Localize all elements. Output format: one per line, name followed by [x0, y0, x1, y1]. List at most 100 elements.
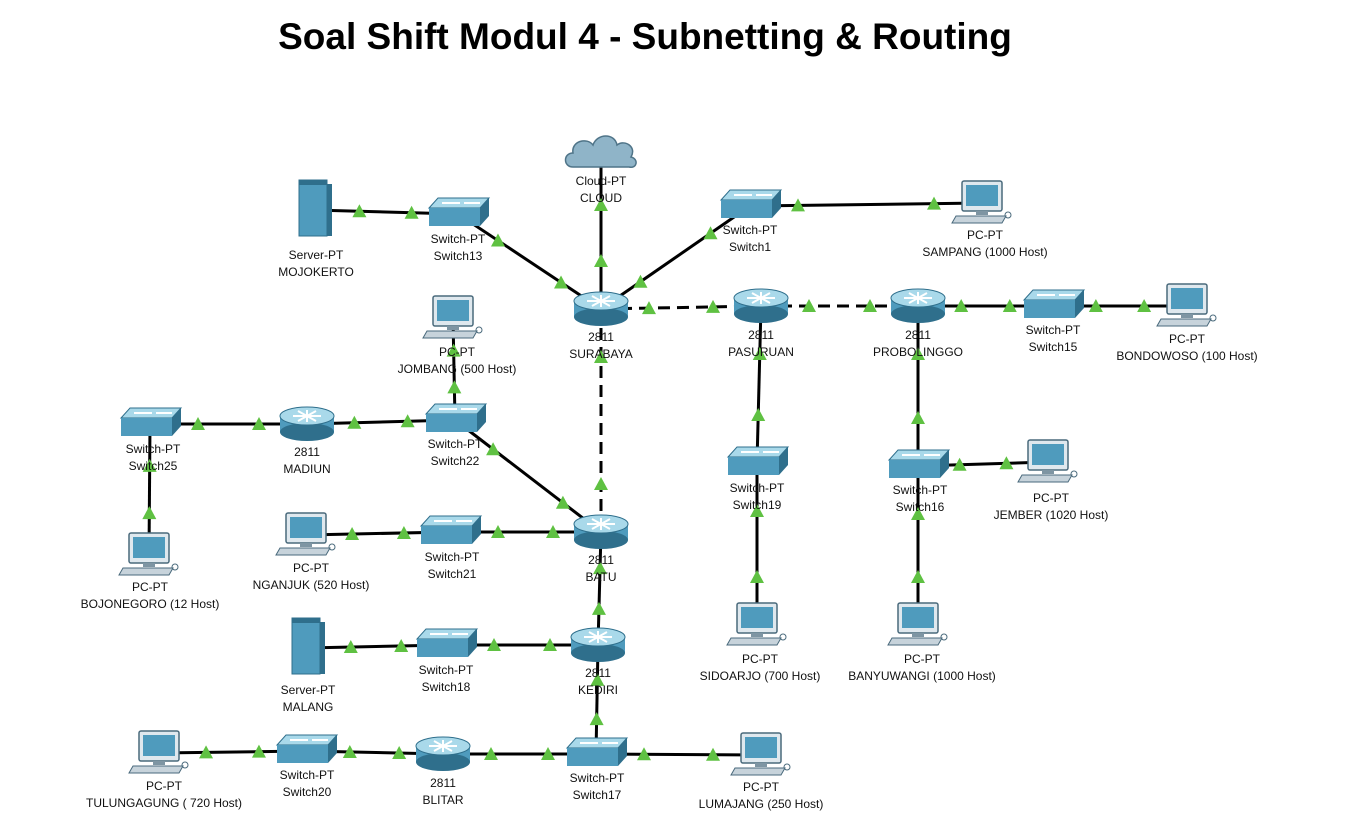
link-batu-kediri[interactable]	[596, 531, 603, 646]
pc-bondowoso[interactable]	[1156, 283, 1217, 327]
switch-switch21[interactable]	[419, 515, 483, 544]
device-model-label: Switch-PT	[431, 232, 486, 246]
switch-switch22[interactable]	[424, 403, 488, 432]
device-model-label: Switch-PT	[893, 483, 948, 497]
pc-icon	[275, 512, 336, 556]
router-blitar[interactable]	[415, 736, 471, 771]
port-indicator-switch20	[342, 744, 357, 758]
switch-switch15[interactable]	[1022, 289, 1086, 318]
router-kediri[interactable]	[570, 627, 626, 662]
device-model-label: PC-PT	[439, 345, 476, 359]
device-name-label: MADIUN	[283, 462, 330, 476]
device-model-label: 2811	[588, 553, 614, 567]
switch-switch19[interactable]	[726, 446, 790, 475]
port-indicator-madiun	[347, 415, 362, 429]
link-switch1-sampang[interactable]	[749, 201, 983, 208]
switch-switch1[interactable]	[719, 189, 783, 218]
switch-switch18[interactable]	[415, 628, 479, 657]
port-indicator-switch16	[911, 411, 925, 424]
switch-icon	[427, 197, 491, 226]
pc-tulungagung[interactable]	[128, 730, 189, 774]
router-madiun[interactable]	[279, 406, 335, 441]
device-name-label: TULUNGAGUNG ( 720 Host)	[86, 796, 242, 810]
port-indicator-switch16	[911, 507, 925, 520]
device-name-label: BONDOWOSO (100 Host)	[1116, 349, 1257, 363]
router-pasuruan[interactable]	[733, 288, 789, 323]
switch-icon	[424, 403, 488, 432]
pc-icon	[726, 602, 787, 646]
port-indicator-switch18	[394, 638, 409, 652]
pc-icon	[887, 602, 948, 646]
port-indicator-probolinggo	[954, 299, 969, 312]
device-model-label: 2811	[905, 328, 931, 342]
port-indicator-malang	[343, 640, 358, 654]
link-pasuruan-switch19[interactable]	[755, 305, 763, 464]
port-indicator-madiun	[252, 417, 266, 430]
port-indicator-switch13	[490, 233, 505, 247]
port-indicator-switch13	[404, 205, 419, 219]
port-indicator-switch17	[589, 712, 604, 726]
port-indicator-switch16	[952, 457, 967, 471]
router-icon	[279, 406, 335, 441]
router-icon	[573, 291, 629, 326]
device-name-label: KEDIRI	[578, 683, 618, 697]
switch-switch17[interactable]	[565, 737, 629, 766]
device-name-label: Switch25	[129, 459, 178, 473]
pc-sidoarjo[interactable]	[726, 602, 787, 646]
device-model-label: PC-PT	[742, 652, 779, 666]
port-indicator-cloud	[594, 198, 608, 211]
router-surabaya[interactable]	[573, 291, 629, 326]
pc-nganjuk[interactable]	[275, 512, 336, 556]
port-indicator-probolinggo	[911, 347, 925, 360]
switch-icon	[1022, 289, 1086, 318]
port-indicator-switch22	[486, 442, 501, 456]
port-indicator-switch18	[487, 638, 501, 651]
port-indicator-sampang	[927, 196, 942, 210]
device-model-label: Switch-PT	[570, 771, 625, 785]
port-indicator-pasuruan	[706, 299, 721, 313]
pc-lumajang[interactable]	[730, 732, 791, 776]
port-indicator-banyuwangi	[911, 570, 925, 583]
switch-icon	[119, 407, 183, 436]
switch-switch16[interactable]	[887, 449, 951, 478]
switch-switch25[interactable]	[119, 407, 183, 436]
pc-banyuwangi[interactable]	[887, 602, 948, 646]
pc-sampang[interactable]	[951, 180, 1012, 224]
switch-icon	[419, 515, 483, 544]
link-switch22-batu[interactable]	[454, 418, 602, 534]
device-name-label: Switch21	[428, 567, 477, 581]
pc-jombang[interactable]	[422, 295, 483, 339]
device-model-label: Cloud-PT	[576, 174, 627, 188]
device-model-label: PC-PT	[967, 228, 1004, 242]
link-switch1-surabaya[interactable]	[600, 204, 751, 311]
pc-icon	[128, 730, 189, 774]
switch-switch20[interactable]	[275, 734, 339, 763]
pc-bojonegoro[interactable]	[118, 532, 179, 576]
switch-switch13[interactable]	[427, 197, 491, 226]
router-icon	[733, 288, 789, 323]
switch-icon	[565, 737, 629, 766]
server-malang[interactable]	[291, 617, 325, 675]
port-indicator-batu	[593, 561, 608, 575]
device-name-label: Switch20	[283, 785, 332, 799]
router-icon	[570, 627, 626, 662]
router-batu[interactable]	[573, 514, 629, 549]
device-name-label: PASURUAN	[728, 345, 794, 359]
device-name-label: Switch15	[1029, 340, 1078, 354]
device-name-label: Switch1	[729, 240, 771, 254]
pc-jember[interactable]	[1017, 439, 1078, 483]
port-indicator-batu	[555, 495, 570, 509]
port-indicator-switch1	[703, 226, 718, 240]
pc-icon	[951, 180, 1012, 224]
server-mojokerto[interactable]	[298, 179, 332, 237]
port-indicator-surabaya	[633, 274, 648, 288]
device-name-label: BLITAR	[422, 793, 463, 807]
router-probolinggo[interactable]	[890, 288, 946, 323]
device-name-label: MOJOKERTO	[278, 265, 354, 279]
device-name-label: Switch16	[896, 500, 945, 514]
link-switch13-surabaya[interactable]	[457, 212, 602, 311]
device-name-label: Switch13	[434, 249, 483, 263]
link-kediri-switch17[interactable]	[594, 644, 600, 755]
cloud-cloud[interactable]	[564, 135, 637, 168]
